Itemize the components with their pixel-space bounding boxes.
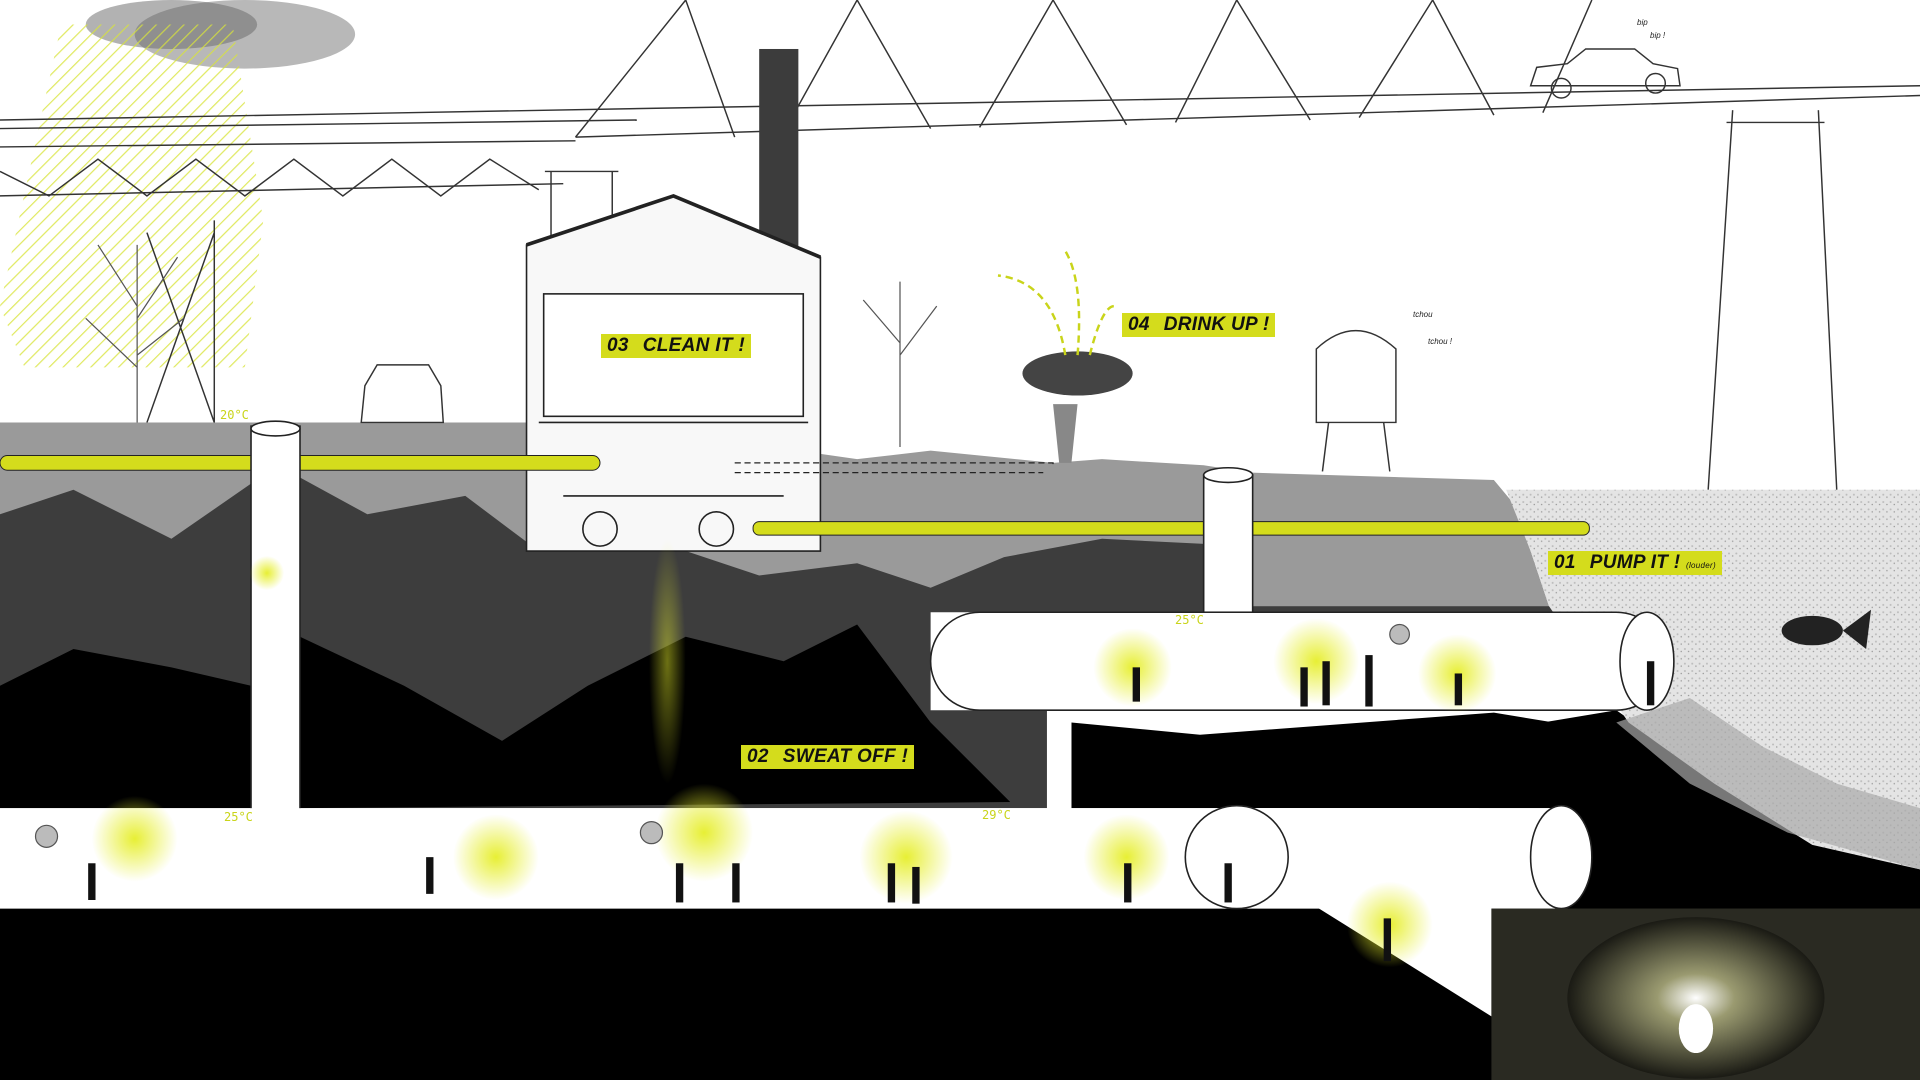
dashed-pipe [734,462,1054,474]
label-number: 04 [1128,314,1150,335]
temp-upper-pipe: 25°C [1175,613,1204,627]
label-number: 02 [747,746,769,767]
debris-pile [1616,697,1920,870]
dancer-figures [88,655,1655,962]
pump-house-building [525,193,822,552]
goldfish-icon [1781,609,1872,649]
disco-ball-icons [34,623,1410,848]
temp-lower-mid: 29°C [982,808,1011,822]
bridge-truss [0,0,1920,490]
label-pump-it: 01 PUMP IT ! (louder) [1548,551,1722,575]
shafts [250,420,1254,843]
label-text: DRINK UP ! [1163,314,1270,335]
drinking-fountain [997,250,1133,463]
sound-car-2: bip ! [1650,31,1666,40]
car-front-icon [360,364,445,424]
sound-train-1: tchou [1413,310,1433,319]
yellow-pipe-middle [752,521,1590,536]
trees [85,244,938,447]
temp-lower-left: 25°C [224,810,253,824]
chimney [759,48,799,264]
dance-lights [91,538,1497,968]
sound-train-2: tchou ! [1428,337,1453,346]
rain-hatch [0,24,264,368]
label-text: PUMP IT ! [1589,552,1681,573]
label-text: SWEAT OFF ! [782,746,909,767]
lower-dance-tunnel [0,804,1593,1017]
train-front-icon [1315,329,1397,472]
temp-surface: 20°C [220,408,249,422]
label-text: CLEAN IT ! [642,335,745,356]
label-clean-it: 03 CLEAN IT ! [601,334,751,358]
label-drink-up: 04 DRINK UP ! [1122,313,1276,337]
label-number: 01 [1554,552,1576,573]
void-cavity [0,624,1666,809]
label-sweat-off: 02 SWEAT OFF ! [741,745,915,769]
sewer-tunnel-photo [1491,908,1920,1080]
car-on-bridge-icon [1529,48,1681,99]
label-note: (louder) [1686,561,1716,570]
sound-car-1: bip [1637,18,1648,27]
label-number: 03 [607,335,629,356]
